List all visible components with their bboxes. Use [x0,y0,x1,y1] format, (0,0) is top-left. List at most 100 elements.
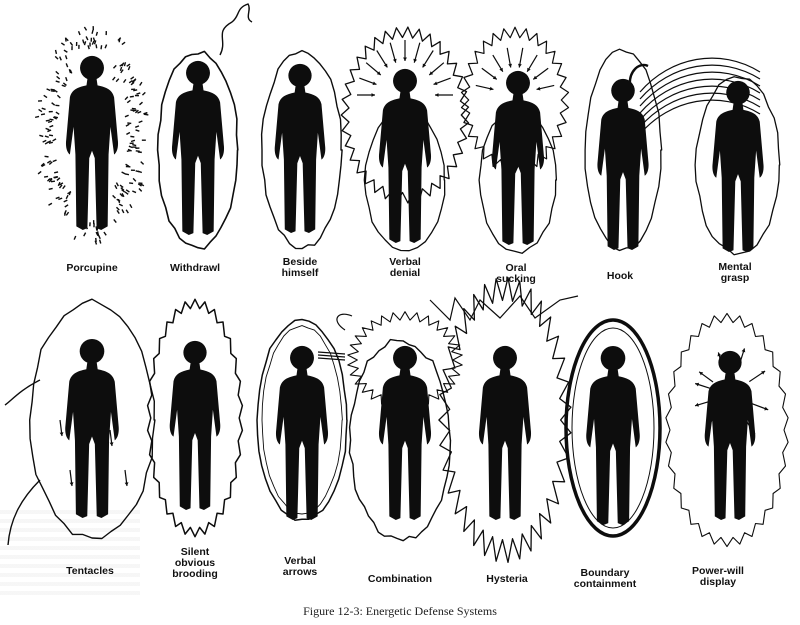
porcupine-quill [69,41,74,46]
verbal-arrows-field [256,318,348,521]
porcupine-quill [53,175,58,179]
figure-hysteria [478,345,532,520]
beside-himself-field [260,49,343,250]
withdrawl-wisp [219,3,253,56]
porcupine-quill [41,163,46,168]
porcupine-quill [122,78,127,84]
porcupine-quill [137,110,142,114]
label-porcupine: Porcupine [66,262,118,274]
tentacles-arrow-head [109,442,114,446]
porcupine-quill [94,240,98,245]
porcupine-quill [42,139,47,143]
porcupine-quill [138,120,143,124]
porcupine-quill [121,41,126,46]
figure-silent-brooding [169,340,221,510]
porcupine-quill [121,188,126,193]
porcupine-quill [47,129,52,133]
porcupine-quill [38,108,43,113]
combination-spikes [347,311,463,409]
porcupine-quill [126,99,131,104]
porcupine-quill [39,134,44,138]
porcupine-quill [132,143,137,147]
oral-sucking-arrow-head [508,63,512,68]
porcupine-quill [120,69,124,74]
porcupine-quill [55,80,60,83]
porcupine-quill [64,55,68,60]
boundary-ellipse [564,318,662,538]
figure-verbal-arrows [275,345,329,520]
porcupine-quill [50,90,55,93]
porcupine-quill [37,170,42,175]
label-boundary-containment: Boundary containment [573,567,637,590]
mental-grasp-field [694,76,781,256]
porcupine-quill [82,39,85,44]
body [586,369,640,525]
porcupine-quill [137,183,142,187]
porcupine-quill [130,76,135,80]
porcupine-quill [134,125,140,128]
combination-field [348,338,452,542]
tentacle-lower [7,479,41,546]
power-arrow-head [699,371,704,376]
porcupine-quill [43,94,48,99]
porcupine-quill [85,36,89,41]
body [378,91,432,244]
figure-mental-grasp [712,80,764,253]
porcupine-quill [50,88,55,91]
figure-beside-himself [274,63,326,234]
body [491,93,545,246]
power-arrow-head [761,371,766,375]
label-hysteria: Hysteria [486,573,528,585]
oral-sucking-arrow-head [489,86,494,91]
figure-combination [378,345,432,520]
porcupine-quill [51,102,56,106]
head [186,60,210,85]
porcupine-quill [52,138,57,142]
porcupine-quill [48,134,54,137]
porcupine-quill [77,31,81,36]
porcupine-quill [139,101,143,106]
porcupine-quill [65,76,68,82]
porcupine-quill [123,62,127,67]
verbal-denial-arrow-head [392,58,397,63]
porcupine-quill [121,192,125,198]
tentacles-arrow-head [124,482,129,486]
porcupine-quill [57,181,61,187]
porcupine-quill [68,69,72,74]
porcupine-quill [68,190,72,196]
oral-sucking-arrow-head [518,63,522,68]
porcupine-quill [127,65,131,71]
body [171,83,225,236]
porcupine-quill [127,122,132,125]
porcupine-quill [93,40,97,45]
porcupine-quill [59,182,64,186]
porcupine-quill [112,76,116,81]
hysteria-spikes [438,276,572,564]
porcupine-quill [58,197,63,201]
porcupine-quill [48,178,53,183]
porcupine-quill [132,78,137,82]
porcupine-quill [63,49,68,53]
tentacle-left [4,379,41,406]
label-combination: Combination [367,573,433,585]
porcupine-quill [65,63,69,68]
body [704,373,756,520]
porcupine-quill [124,96,129,101]
porcupine-quill [46,160,52,164]
porcupine-quill [126,63,131,67]
porcupine-quill [59,56,62,61]
porcupine-quill [44,135,49,138]
porcupine-quill [54,171,59,174]
porcupine-quill [100,45,103,50]
body [478,368,532,520]
head [726,80,750,105]
porcupine-quill [134,109,139,114]
porcupine-quill [95,44,98,49]
oral-sucking-lower [478,106,558,254]
porcupine-quill [55,111,60,115]
head [600,345,626,371]
porcupine-quill [49,118,54,121]
porcupine-quill [124,191,129,195]
figure-oral-sucking [491,70,545,246]
head [290,345,314,370]
